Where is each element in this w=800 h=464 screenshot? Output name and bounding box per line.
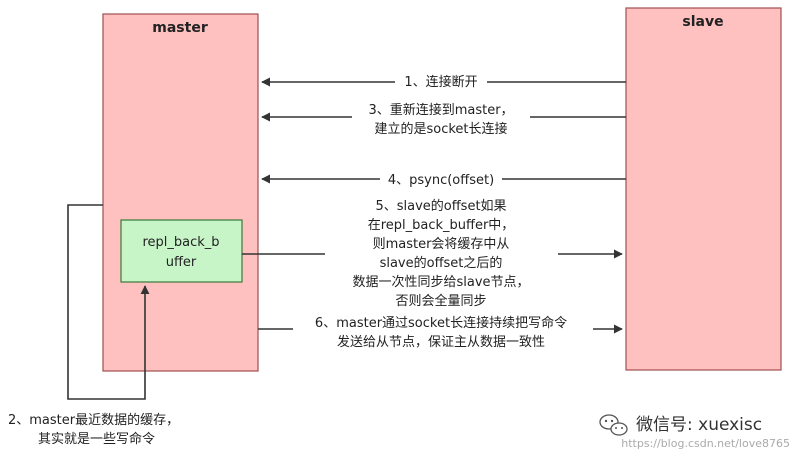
- step5-label-line1: 5、slave的offset如果: [375, 198, 506, 214]
- buffer-label-line2: uffer: [166, 255, 197, 270]
- step5-label-line4: slave的offset之后的: [380, 255, 503, 271]
- buffer-box: [120, 219, 243, 283]
- step6-label-line2: 发送给从节点，保证主从数据一致性: [337, 334, 545, 350]
- step2-label-line2: 其实就是一些写命令: [38, 431, 155, 447]
- watermark-url: https://blog.csdn.net/love8765: [621, 437, 790, 450]
- step5-label-line5: 数据一次性同步给slave节点，: [352, 274, 529, 290]
- slave-title: slave: [682, 14, 723, 30]
- step3-label-line2: 建立的是socket长连接: [374, 121, 507, 137]
- master-box: [102, 13, 259, 372]
- label-bg-step6: [293, 312, 593, 350]
- label-bg-step5: [325, 195, 558, 311]
- step3-label-line1: 3、重新连接到master，: [368, 102, 513, 118]
- watermark-text: 微信号: xuexisc: [636, 415, 762, 435]
- arrow-step2-loop: [67, 204, 150, 400]
- label-bg-step2: [2, 409, 212, 449]
- label-bg-step3: [352, 99, 530, 137]
- slave-box: [625, 7, 782, 371]
- step6-label-line1: 6、master通过socket长连接持续把写命令: [315, 315, 567, 331]
- step2-label-line1: 2、master最近数据的缓存，: [8, 412, 179, 428]
- buffer-label-line1: repl_back_b: [142, 235, 219, 250]
- step4-label: 4、psync(offset): [388, 173, 494, 188]
- label-bg-step4: [380, 169, 502, 188]
- label-bg-step1: [395, 72, 487, 90]
- step5-label-line6: 否则会全量同步: [395, 293, 486, 309]
- step5-label-line2: 在repl_back_buffer中，: [368, 218, 515, 233]
- master-title: master: [152, 20, 208, 36]
- wechat-icon: [599, 414, 628, 436]
- step1-label: 1、连接断开: [404, 74, 477, 90]
- step5-label-line3: 则master会将缓存中从: [373, 237, 510, 252]
